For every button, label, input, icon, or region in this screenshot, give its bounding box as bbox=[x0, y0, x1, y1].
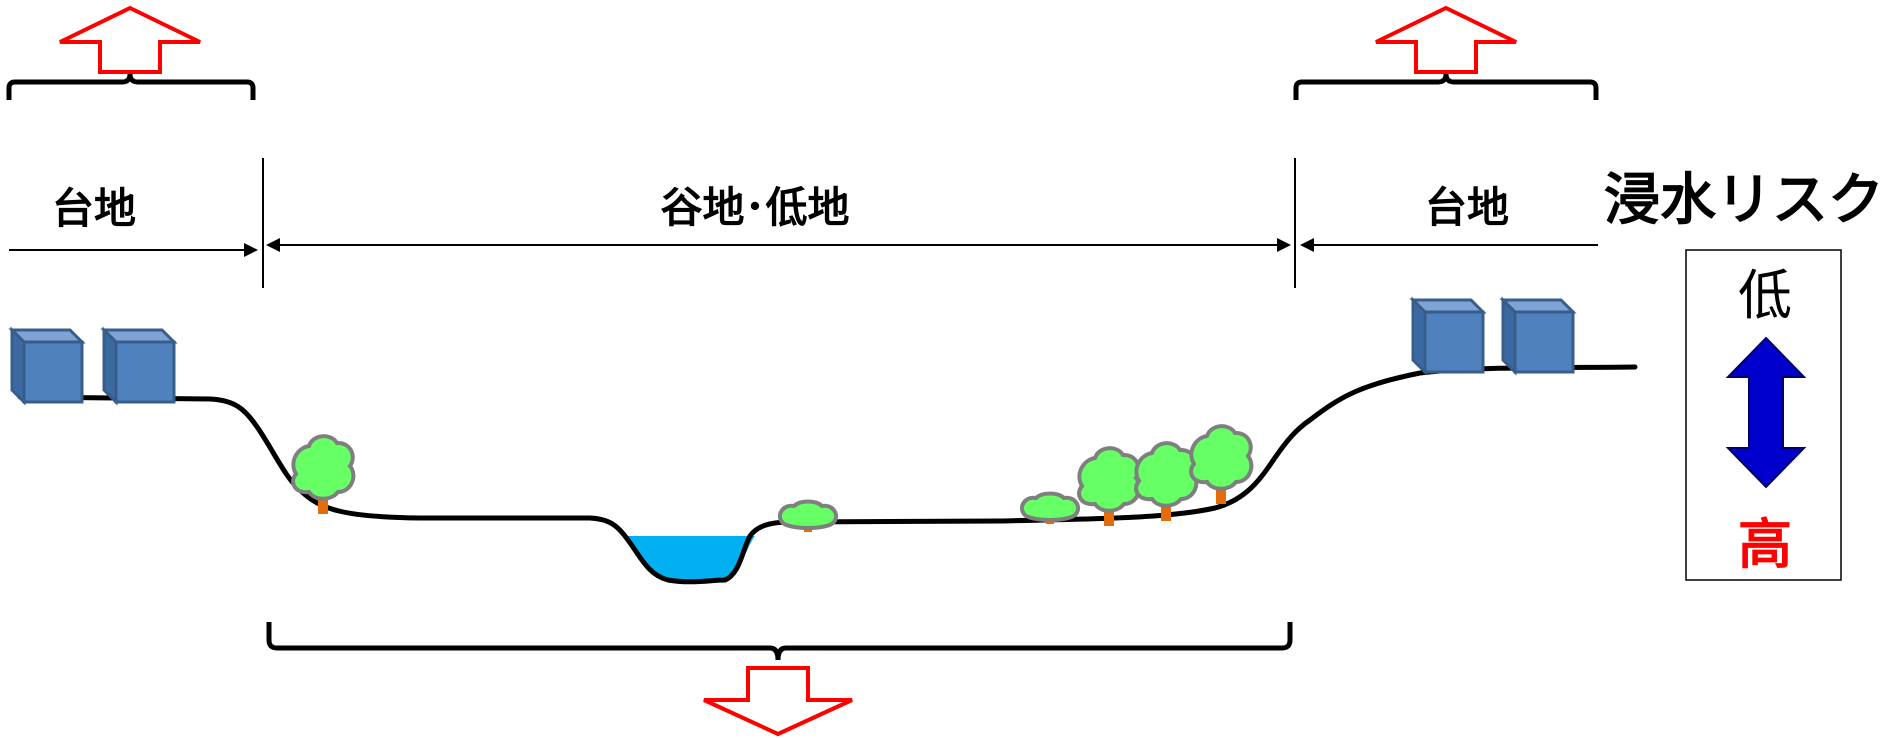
tree-icon bbox=[777, 499, 839, 534]
upper-brace-left bbox=[6, 73, 256, 100]
upper-brace-right bbox=[1293, 73, 1599, 100]
center-span-arrow bbox=[266, 238, 1291, 252]
risk-high-label: 高 bbox=[1738, 513, 1792, 576]
river-water bbox=[622, 536, 755, 582]
tree-icon bbox=[1134, 441, 1199, 523]
risk-scale-title: 浸水リスク bbox=[1604, 168, 1884, 233]
double-headed-vertical-arrow-icon bbox=[1725, 336, 1807, 489]
building-cube-icon bbox=[102, 328, 176, 404]
hollow-up-arrow-icon bbox=[59, 5, 201, 74]
building-cube-icon bbox=[1501, 298, 1575, 374]
building-cube-icon bbox=[1411, 298, 1485, 374]
right-zone-label: 台地 bbox=[1425, 183, 1509, 232]
left-zone-label: 台地 bbox=[52, 184, 136, 233]
tree-icon bbox=[1019, 491, 1081, 526]
risk-low-label: 低 bbox=[1738, 264, 1792, 327]
tree-icon bbox=[291, 434, 356, 516]
right-span-arrow bbox=[1300, 238, 1598, 252]
ground-profile-line bbox=[17, 364, 1638, 585]
lower-brace-center bbox=[266, 622, 1293, 661]
hollow-up-arrow-icon bbox=[1375, 5, 1517, 74]
building-cube-icon bbox=[10, 328, 84, 404]
center-zone-label: 谷地･低地 bbox=[660, 183, 849, 232]
left-span-arrow bbox=[9, 243, 258, 257]
tree-icon bbox=[1077, 446, 1142, 528]
hollow-down-arrow-icon bbox=[703, 666, 853, 737]
